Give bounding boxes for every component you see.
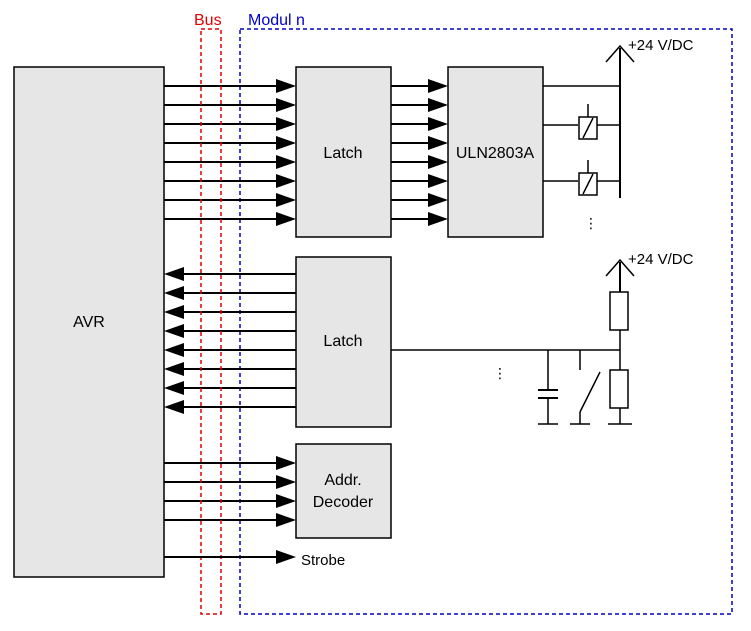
module-frame (239, 28, 733, 615)
more-relays-ellipsis: ⋮ (584, 215, 598, 231)
supply-arrow-top (605, 44, 635, 63)
address-decoder-block (295, 443, 392, 539)
more-inputs-ellipsis: ⋮ (493, 365, 507, 381)
latch-to-driver-arrow (428, 174, 448, 188)
latch-to-avr-arrow (164, 381, 184, 395)
bus-label: Bus (194, 12, 222, 29)
avr-to-latch-arrow (276, 136, 296, 150)
latch-to-avr-arrow (164, 400, 184, 414)
avr-to-latch-arrow (276, 193, 296, 207)
latch-to-driver-arrow (428, 155, 448, 169)
relay-output-section: +24 V/DC ⋮ (543, 37, 694, 231)
avr-label: AVR (73, 314, 105, 331)
avr-to-latch-arrow (276, 174, 296, 188)
latch-to-driver-arrow (428, 212, 448, 226)
relay-coil-1-diagonal (582, 117, 594, 139)
strobe-label: Strobe (301, 552, 345, 569)
latch-to-avr-arrow (164, 267, 184, 281)
latch-to-avr-arrow (164, 362, 184, 376)
avr-to-decoder-arrow (276, 494, 296, 508)
latch-to-driver-arrow (428, 79, 448, 93)
output-latch-label: Latch (323, 145, 362, 162)
input-resistor (609, 369, 629, 409)
avr-to-decoder-arrow (276, 456, 296, 470)
avr-to-latch-arrow (276, 212, 296, 226)
latch-to-avr-arrow (164, 286, 184, 300)
avr-to-latch-arrow (276, 117, 296, 131)
bus-frame (200, 28, 222, 615)
latch-to-avr-arrow (164, 324, 184, 338)
latch-to-driver-arrow (428, 117, 448, 131)
supply-label-top: +24 V/DC (628, 37, 694, 54)
avr-to-decoder-arrow (276, 513, 296, 527)
latch-to-driver-arrow (428, 136, 448, 150)
decoder-label-line2: Decoder (313, 494, 374, 511)
avr-to-decoder-arrow (276, 475, 296, 489)
pullup-resistor (609, 291, 629, 331)
output-latch-block (295, 66, 392, 238)
input-section: +24 V/DC ⋮ (391, 251, 694, 425)
driver-label: ULN2803A (456, 145, 535, 162)
input-latch-label: Latch (323, 333, 362, 350)
relay-coil-2-diagonal (582, 173, 594, 195)
input-latch-block (295, 256, 392, 428)
avr-to-latch-arrow (276, 155, 296, 169)
strobe-arrow (276, 550, 296, 564)
decoder-label-line1: Addr. (324, 472, 361, 489)
supply-arrow-bottom (605, 258, 635, 277)
latch-to-driver-arrow (428, 193, 448, 207)
switch-contact (579, 371, 601, 413)
avr-to-latch-arrow (276, 98, 296, 112)
latch-to-driver-arrow (428, 98, 448, 112)
driver-block (447, 66, 544, 238)
avr-to-latch-arrow (276, 79, 296, 93)
latch-to-avr-arrow (164, 305, 184, 319)
module-label: Modul n (248, 12, 305, 29)
avr-block (13, 66, 165, 578)
latch-to-avr-arrow (164, 343, 184, 357)
supply-label-bottom: +24 V/DC (628, 251, 694, 268)
